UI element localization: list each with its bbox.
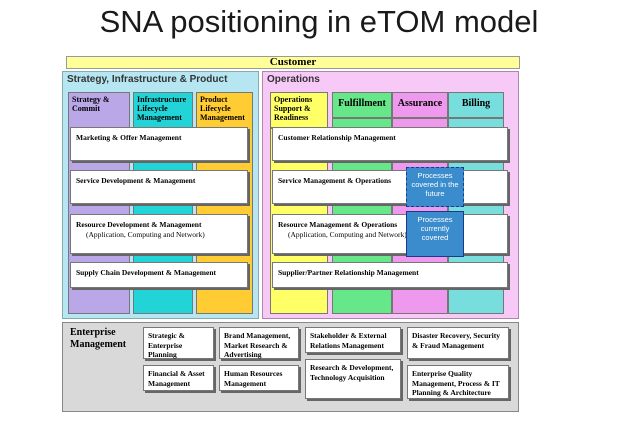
- ops-column-label: Fulfillment: [338, 98, 386, 109]
- future-coverage-note: Processes covered in the future: [406, 167, 464, 207]
- ops-row-supplier-partner: Supplier/Partner Relationship Management: [272, 262, 508, 288]
- ops-row-crm: Customer Relationship Management: [272, 127, 508, 161]
- sip-row-label: Marketing & Offer Management: [76, 133, 182, 142]
- sip-panel-title: Strategy, Infrastructure & Product: [67, 74, 228, 85]
- ops-row-service-management: Service Management & Operations: [272, 170, 508, 204]
- ops-column-label: Assurance: [397, 98, 443, 109]
- operations-panel-title: Operations: [267, 74, 320, 85]
- sip-row-label: Supply Chain Development & Management: [76, 268, 217, 277]
- sip-row-label: Service Development & Management: [76, 176, 196, 185]
- em-box-financial-asset: Financial & Asset Management: [143, 365, 214, 391]
- ops-column-billing: Billing: [448, 92, 504, 118]
- sip-column-label: Infrastructure Lifecycle Management: [137, 95, 187, 122]
- sip-row-service-development: Service Development & Management: [70, 170, 248, 204]
- sip-row-marketing: Marketing & Offer Management: [70, 127, 248, 161]
- em-box-human-resources: Human Resources Management: [219, 365, 299, 391]
- enterprise-management-title: Enterprise Management: [70, 327, 127, 350]
- em-box-strategic-planning: Strategic & Enterprise Planning: [143, 327, 214, 359]
- em-box-research-development: Research & Development, Technology Acqui…: [305, 359, 401, 399]
- sip-column-label: Strategy & Commit: [72, 95, 110, 113]
- ops-row-label: Supplier/Partner Relationship Management: [278, 268, 419, 277]
- ops-row-sublabel: (Application, Computing and Network): [288, 230, 407, 239]
- slide-title: SNA positioning in eTOM model: [99, 4, 539, 39]
- ops-column-label: Operations Support & Readiness: [274, 95, 313, 122]
- ops-row-label: Customer Relationship Management: [278, 133, 396, 142]
- sip-row-sublabel: (Application, Computing and Network): [86, 230, 205, 239]
- em-box-enterprise-quality: Enterprise Quality Management, Process &…: [407, 365, 509, 399]
- ops-column-fulfillment: Fulfillment: [332, 92, 392, 118]
- sip-row-resource-development: Resource Development & Management(Applic…: [70, 214, 248, 254]
- em-box-disaster-recovery: Disaster Recovery, Security & Fraud Mana…: [407, 327, 509, 359]
- em-box-stakeholder-relations: Stakeholder & External Relations Managem…: [305, 327, 401, 353]
- sip-row-label: Resource Development & Management: [76, 220, 202, 229]
- sip-row-supply-chain: Supply Chain Development & Management: [70, 262, 248, 288]
- sip-column-label: Product Lifecycle Management: [200, 95, 245, 122]
- ops-row-resource-management: Resource Management & Operations(Applica…: [272, 214, 508, 254]
- current-coverage-note: Processes currently covered: [406, 211, 464, 257]
- ops-column-label: Billing: [461, 98, 491, 109]
- ops-row-label: Resource Management & Operations: [278, 220, 398, 229]
- customer-bar: Customer: [66, 56, 520, 69]
- ops-column-support-readiness: Operations Support & Readiness: [270, 92, 328, 128]
- em-box-brand-management: Brand Management, Market Research & Adve…: [219, 327, 299, 359]
- ops-row-label: Service Management & Operations: [278, 176, 392, 185]
- ops-column-assurance: Assurance: [392, 92, 448, 118]
